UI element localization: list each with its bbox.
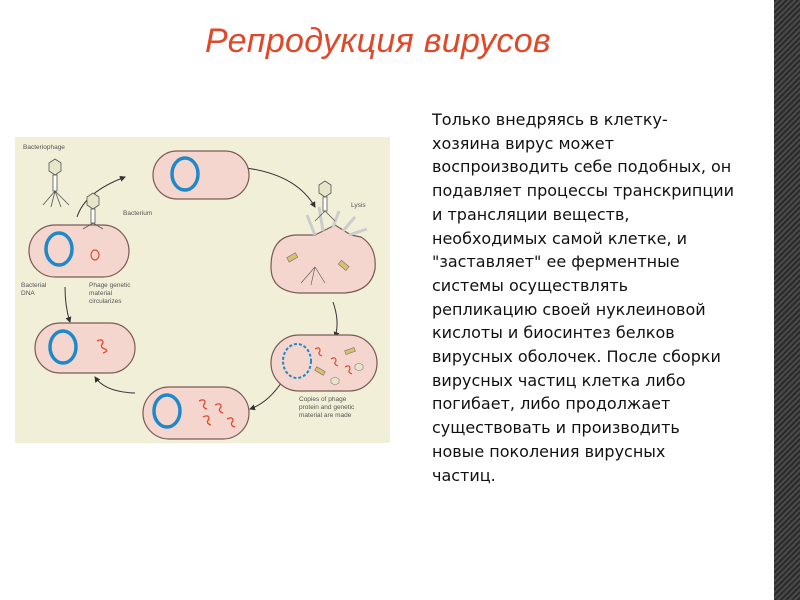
label-phage-genetic-3: circularizes — [89, 298, 122, 305]
label-bacterium: Bacterium — [123, 210, 152, 217]
label-copies-3: material are made — [299, 412, 352, 419]
bacterium-cell-2 — [28, 192, 130, 278]
bacterium-cell-5 — [270, 334, 378, 392]
bacterium-cell-6-lysis — [270, 180, 376, 294]
arrow-3 — [332, 301, 340, 338]
arrow-6 — [64, 286, 72, 323]
lifecycle-svg: Bacteriophage Bacterium Bacterial DNA Ph… — [21, 144, 378, 440]
slide-body-text: Только внедряясь в клетку- хозяина вирус… — [432, 110, 735, 485]
label-bacterial-dna-1: Bacterial — [21, 282, 47, 289]
label-copies-1: Copies of phage — [299, 396, 347, 403]
phage-lifecycle-diagram: Bacteriophage Bacterium Bacterial DNA Ph… — [15, 137, 390, 443]
bacterium-cell-3 — [34, 322, 136, 374]
label-copies-2: protein and genetic — [299, 404, 355, 411]
arrow-1 — [76, 175, 126, 218]
arrow-5 — [94, 376, 136, 394]
label-phage-genetic-1: Phage genetic — [89, 282, 131, 289]
decorative-side-stripe — [774, 0, 800, 600]
slide-title: Репродукция вирусов — [205, 22, 551, 60]
label-phage-genetic-2: material — [89, 290, 113, 297]
label-bacteriophage: Bacteriophage — [23, 144, 65, 151]
label-bacterial-dna-2: DNA — [21, 290, 35, 297]
bacterium-cell-4 — [142, 386, 250, 440]
bacterium-cell-1 — [152, 150, 250, 200]
bacteriophage-icon-free — [42, 158, 70, 208]
label-lysis: Lysis — [351, 202, 366, 209]
